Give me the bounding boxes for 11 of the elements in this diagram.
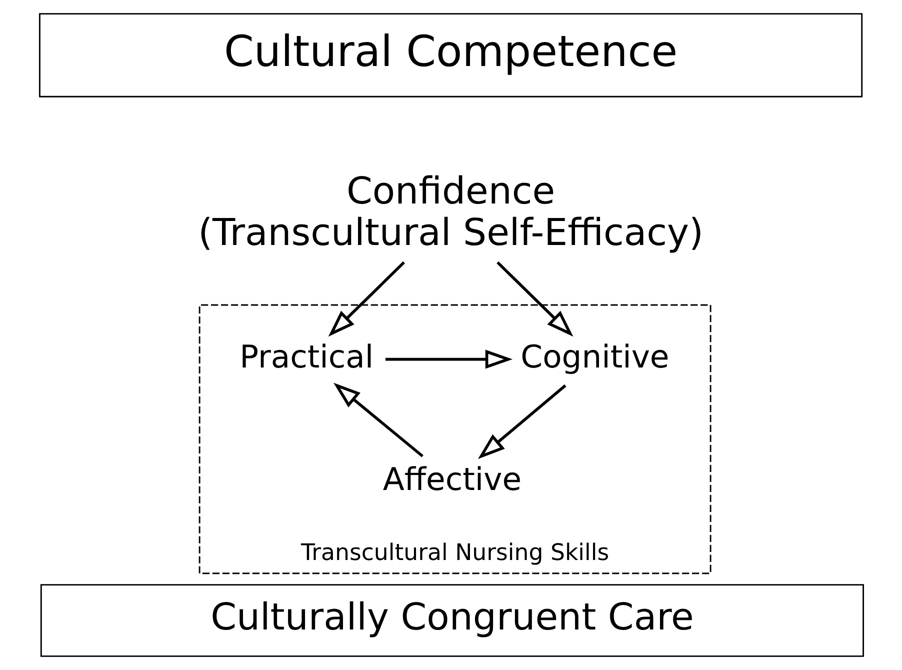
node-box: Culturally Congruent Care <box>40 584 864 657</box>
node-box: Cultural Competence <box>38 13 862 98</box>
node-text: Confidence (Transcultural Self-Efficacy) <box>198 169 703 254</box>
arrow <box>384 350 512 369</box>
node-text: Affective <box>382 462 522 498</box>
arrow <box>477 384 566 459</box>
arrow <box>332 382 423 458</box>
node-text: Practical <box>239 339 374 376</box>
arrow <box>496 261 573 337</box>
node-text: Cognitive <box>520 339 669 376</box>
arrow <box>328 261 404 337</box>
